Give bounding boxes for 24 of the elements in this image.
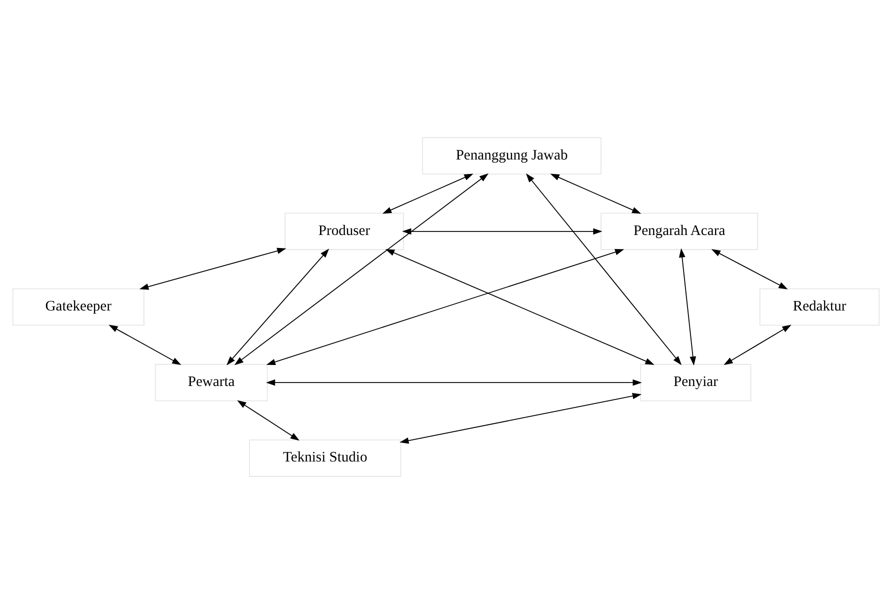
arrow — [385, 248, 654, 364]
arrow — [711, 248, 788, 289]
node-box: Penanggung Jawab — [422, 136, 602, 174]
node-box: Gatekeeper — [12, 288, 144, 326]
node-box: Pengarah Acara — [600, 212, 758, 250]
arrow — [550, 173, 642, 214]
node-box: Teknisi Studio — [249, 438, 402, 476]
arrow — [266, 378, 642, 386]
arrow — [678, 248, 696, 366]
arrow — [108, 324, 182, 364]
arrow — [266, 248, 624, 365]
node-box: Penyiar — [640, 363, 752, 401]
node-box: Redaktur — [759, 288, 880, 326]
arrow — [400, 392, 642, 444]
arrow — [237, 400, 300, 440]
arrow — [139, 247, 286, 290]
arrow — [226, 248, 330, 365]
arrow — [382, 173, 474, 214]
node-box: Produser — [284, 212, 404, 250]
arrow — [526, 172, 682, 365]
node-box: Pewarta — [154, 363, 268, 401]
arrow — [724, 324, 792, 365]
arrow — [234, 172, 489, 365]
arrow — [402, 228, 602, 234]
